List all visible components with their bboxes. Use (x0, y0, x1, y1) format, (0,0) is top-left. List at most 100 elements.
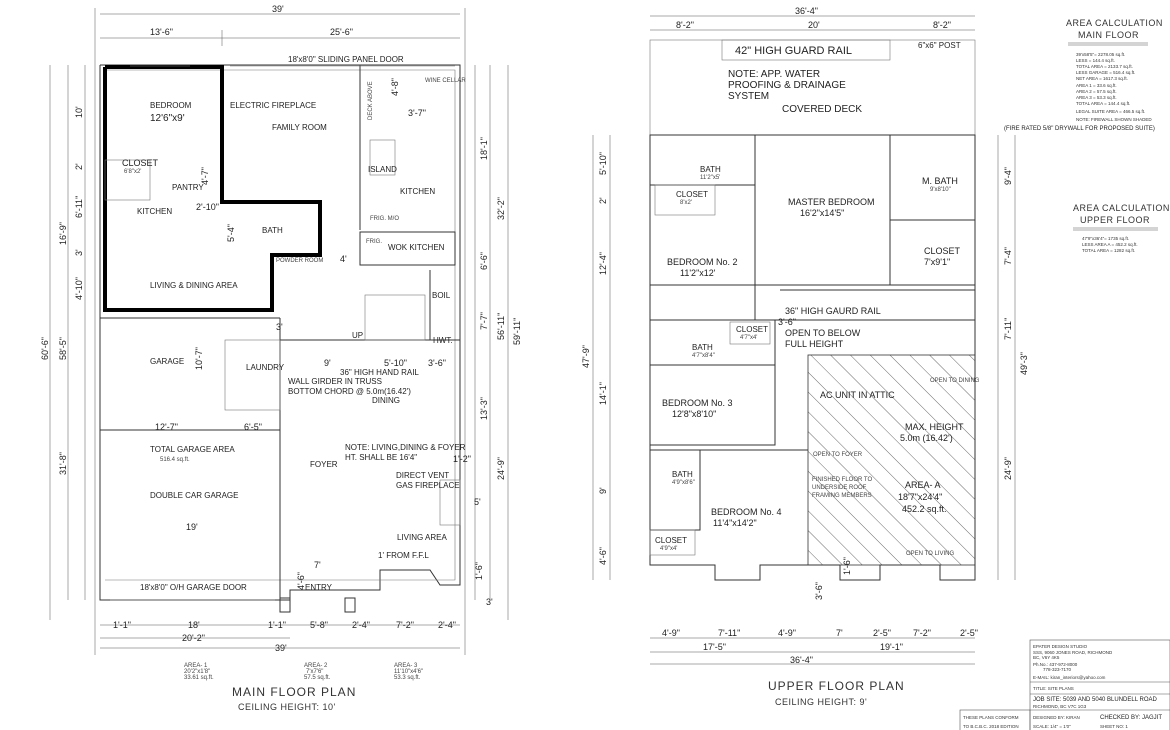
room-label-foyer: FOYER (310, 460, 338, 469)
dim-main-right: 3' (486, 597, 493, 607)
area-a-value: 452.2 sq.ft. (902, 504, 947, 514)
room-size-bath-3: 4'9"x8'6" (672, 480, 695, 486)
room-label-closet-2: CLOSET (924, 246, 961, 256)
upper-floor-plan: 42" HIGH GUARD RAIL 6"x6" POST NOTE: APP… (581, 6, 1029, 707)
frig-mo-label: FRIG. M/O (370, 216, 399, 222)
room-size-closet: 6'8"x2' (124, 169, 141, 175)
dim-main-bottom: 20'-2" (182, 633, 205, 643)
room-label-bath-2: BATH (692, 343, 713, 352)
dim-upper-bottom: 2'-5" (960, 628, 978, 638)
note-garage-door: 18'x8'0" O/H GARAGE DOOR (140, 583, 247, 592)
area-3-label: AREA- 3 (394, 663, 418, 669)
dim-main-inner: 19' (186, 522, 198, 532)
conform-1: THESE PLANS CONFORM (963, 715, 1019, 720)
guard-rail (721, 39, 891, 61)
room-size-closet-4: 4'9"x4' (660, 546, 677, 552)
room-label-hwt: HWT. (433, 336, 453, 345)
room-label-laundry: LAUNDRY (246, 363, 285, 372)
dim-main-inner: 3'-6" (428, 358, 446, 368)
note-sliding-door: 18'x8'0" SLIDING PANEL DOOR (288, 55, 404, 64)
conform-2: TO B.C.B.C. 2018 EDITION (963, 724, 1019, 729)
upper-exterior-wall (649, 134, 976, 581)
upper-plan-ceiling: CEILING HEIGHT: 9' (775, 697, 867, 707)
area-main-line: LESS GARAGE = 516.4 sq.ft. (1076, 70, 1135, 75)
gaurd-rail-label: 36" HIGH GAURD RAIL (785, 306, 881, 316)
electric-fireplace-label: ELECTRIC FIREPLACE (230, 101, 316, 110)
room-label-closet-4: CLOSET (655, 536, 687, 545)
dim-upper-left: 14'-1" (598, 382, 608, 405)
dim-main-inner: 7' (314, 560, 321, 570)
dim-main-top-total: 39' (272, 4, 284, 14)
dim-main-right: 5' (474, 497, 481, 507)
firm-line: E-MAIL: kiran_interiors@yahoo.com (1033, 675, 1106, 680)
dim-main-left: 2' (74, 163, 84, 170)
area-a-label: AREA- A (905, 480, 941, 490)
dim-upper-inner: 3'-6" (778, 317, 796, 327)
dim-main-bottom: 2'-4" (438, 620, 456, 630)
area-main-line: TOTAL AREA = 2133.7 sq.ft. (1076, 64, 1133, 69)
dim-main-bottom: 39' (275, 643, 287, 653)
room-size-m-bath: 9'x8'10" (930, 187, 951, 193)
finished-floor-1: FINISHED FLOOR TO (812, 477, 872, 483)
job-site-1: JOB SITE: 5039 AND 5040 BLUNDELL ROAD (1033, 697, 1157, 703)
dim-main-inner: 4'-6" (296, 572, 306, 590)
area-main-line: TOTAL AREA = 144.4 sq.ft. (1076, 101, 1130, 106)
room-size-master-bedroom: 16'2"x14'5" (800, 208, 844, 218)
area-upper-line: 47'9"x36'4"= 1735 sq.ft. (1082, 236, 1129, 241)
dim-main-inner: 4'-8" (390, 78, 400, 96)
area-2-dims: 7'x7'6" (306, 669, 323, 675)
max-height-2: 5.0m (16.42') (900, 433, 953, 443)
scale: SCALE: 1/4" = 1'0" (1033, 724, 1071, 729)
dim-upper-bottom: 17'-5" (703, 642, 726, 652)
job-site-2: RICHMOND, BC V7C 1G3 (1033, 704, 1087, 709)
frig-label: FRIG. (366, 239, 382, 245)
room-label-closet-3: CLOSET (736, 325, 768, 334)
dim-upper-top: 8'-2" (933, 20, 951, 30)
dim-upper-bottom: 7'-11" (718, 628, 740, 638)
upper-plan-title: UPPER FLOOR PLAN (768, 679, 905, 693)
room-size-bedroom-3: 12'8"x8'10" (672, 409, 716, 419)
area-main-line: AREA 2 = 57.5 sq.ft. (1076, 89, 1117, 94)
covered-deck-label: COVERED DECK (782, 104, 862, 115)
dim-upper-left: 12'-4" (598, 252, 608, 275)
area-a-dims: 18'7"x24'4" (898, 492, 942, 502)
room-label-bath-1: BATH (700, 165, 721, 174)
note-fireplace-1: DIRECT VENT (396, 471, 449, 480)
dim-main-left: 31'-8" (58, 452, 68, 475)
dim-main-right: 6'-6" (479, 252, 489, 270)
dim-main-right: 13'-3" (479, 397, 489, 420)
dim-main-bottom: 7'-2" (396, 620, 414, 630)
dim-upper-inner: 1'-6" (842, 557, 852, 575)
upper-interior-walls (649, 134, 976, 556)
deck-note-1: NOTE: APP. WATER (728, 69, 820, 80)
dim-upper-bottom: 4'-9" (662, 628, 680, 638)
area-main-title-1: AREA CALCULATION (1066, 18, 1163, 28)
firm-line: EPATER DESIGN STUDIO (1033, 644, 1088, 649)
dim-main-bottom: 1'-1" (113, 620, 131, 630)
main-inner-dims: 3'-7" 4'-8" 4'-7" 2'-10" 5'-4" 4' 9' 5'-… (155, 78, 446, 590)
room-label-boil: BOIL (432, 291, 451, 300)
room-label-powder-room: POWDER ROOM (276, 258, 323, 264)
dim-main-right: 32'-2" (496, 197, 506, 220)
room-size-bath-2: 4'7"x8'4" (692, 353, 715, 359)
post-label: 6"x6" POST (918, 41, 961, 50)
open-to-below-1: OPEN TO BELOW (785, 328, 861, 338)
note-girder-2: BOTTOM CHORD @ 5.0m(16.42') (288, 387, 411, 396)
dim-main-inner: 4' (340, 254, 347, 264)
main-bottom-dims: 1'-1" 18' 1'-1" 5'-8" 2'-4" 7'-2" 2'-4" … (113, 620, 456, 653)
area-2-value: 57.5 sq.ft. (304, 675, 331, 681)
sheet-title: TITLE: SITE PLANS (1033, 686, 1074, 691)
dim-upper-right: 24'-9" (1003, 457, 1013, 480)
room-label-bedroom: BEDROOM (150, 101, 192, 110)
dim-main-left: 10'-7" (194, 347, 204, 370)
area-main-line: LESS = 144.4 sq.ft. (1076, 58, 1115, 63)
guard-rail-label: 42" HIGH GUARD RAIL (735, 45, 852, 57)
dim-upper-left: 2' (598, 197, 608, 204)
deck-above-label: DECK ABOVE (368, 81, 374, 120)
upper-dimension-lines (592, 15, 1016, 665)
main-plan-title: MAIN FLOOR PLAN (232, 685, 356, 699)
room-label-master-bedroom: MASTER BEDROOM (788, 197, 875, 207)
dim-upper-top-total: 36'-4" (795, 6, 818, 16)
dim-upper-right: 9'-4" (1003, 167, 1013, 185)
dim-upper-bottom: 4'-9" (778, 628, 796, 638)
